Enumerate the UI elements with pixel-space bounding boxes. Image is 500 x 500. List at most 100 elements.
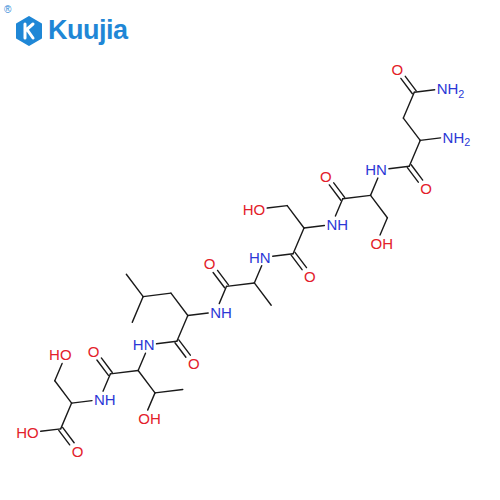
atom-glyph: O [88, 343, 100, 360]
bond [175, 343, 186, 358]
atom-glyph: N [260, 249, 271, 266]
bond [103, 374, 110, 391]
atom-glyph: H [150, 410, 161, 427]
atom-label: O [392, 62, 404, 77]
bond [407, 168, 418, 183]
atom-glyph: O [392, 61, 404, 78]
atom-glyph: H [105, 391, 116, 408]
atom-glyph: O [27, 424, 39, 441]
atom-glyph: 2 [458, 88, 464, 100]
bond [403, 118, 420, 140]
atom-glyph: H [382, 235, 393, 252]
atom-glyph: H [249, 249, 260, 266]
atom-glyph: H [16, 424, 27, 441]
bond [411, 165, 423, 180]
atom-glyph: N [376, 161, 387, 178]
bond [293, 228, 304, 254]
atom-label: HN [365, 162, 387, 177]
atom-label: OH [138, 411, 161, 426]
bond [227, 283, 255, 286]
bond [304, 225, 324, 228]
atom-glyph: N [94, 391, 105, 408]
bond [218, 270, 229, 285]
bond [138, 370, 155, 392]
atom-label: HO [16, 425, 39, 440]
bond [72, 401, 92, 404]
atom-glyph: O [138, 410, 150, 427]
atom-glyph: O [188, 355, 200, 372]
watermark-mark: ® [4, 5, 11, 15]
bond [171, 293, 188, 315]
bond [55, 381, 72, 403]
bond [101, 358, 112, 373]
bond [219, 286, 226, 303]
bond [179, 340, 191, 355]
atom-glyph: O [420, 180, 432, 197]
bond [188, 313, 208, 316]
atom-glyph: H [243, 201, 254, 218]
atom-glyph: O [254, 201, 266, 218]
bond [380, 218, 387, 235]
atom-label: O [320, 169, 332, 184]
bond [273, 254, 293, 257]
atom-glyph: N [437, 80, 448, 97]
atom-glyph: 2 [464, 136, 470, 148]
atom-glyph: O [320, 168, 332, 185]
atom-glyph: O [60, 346, 72, 363]
bond [405, 76, 416, 91]
bond [371, 178, 378, 195]
bond [55, 363, 62, 380]
bond [414, 90, 434, 93]
bond [420, 138, 440, 141]
atom-glyph: H [133, 336, 144, 353]
bond [371, 195, 388, 217]
atom-label: OH [371, 236, 394, 251]
atom-label: NH2 [437, 81, 465, 96]
bond [155, 389, 183, 392]
bond [59, 430, 70, 445]
atom-glyph: H [221, 304, 232, 321]
bond [343, 195, 371, 198]
atom-glyph: H [448, 80, 459, 97]
bond [148, 393, 155, 410]
atom-label: O [420, 181, 432, 196]
logo-icon [14, 16, 44, 46]
bond [41, 429, 61, 431]
bond [63, 427, 75, 442]
bond [126, 274, 143, 296]
atom-glyph: H [49, 346, 60, 363]
bond [291, 255, 302, 270]
atom-label: HN [249, 250, 271, 265]
atom-glyph: N [144, 336, 155, 353]
atom-label: NH [326, 217, 348, 232]
atom-glyph: O [304, 268, 316, 285]
atom-glyph: O [204, 255, 216, 272]
atom-label: O [204, 256, 216, 271]
watermark: Kuujia [48, 17, 128, 44]
atom-glyph: N [210, 304, 221, 321]
atom-label: HO [49, 347, 72, 362]
bond [97, 360, 109, 375]
bond [110, 370, 138, 373]
logo-mark [25, 24, 33, 38]
bond [329, 185, 341, 200]
bond [254, 283, 271, 305]
bond [143, 293, 171, 296]
atom-label: HN [133, 337, 155, 352]
atom-label: O [188, 356, 200, 371]
bond [295, 252, 307, 267]
bond [267, 206, 287, 208]
atom-label: O [88, 344, 100, 359]
bond [177, 316, 188, 342]
atom-label: NH [94, 392, 116, 407]
logo-badge [17, 17, 41, 45]
atom-label: NH2 [443, 130, 471, 145]
atom-glyph: H [337, 216, 348, 233]
atom-label: O [72, 444, 84, 459]
bond [401, 78, 413, 93]
bond [61, 403, 72, 429]
atom-label: NH [210, 305, 232, 320]
atom-glyph: O [72, 443, 84, 460]
